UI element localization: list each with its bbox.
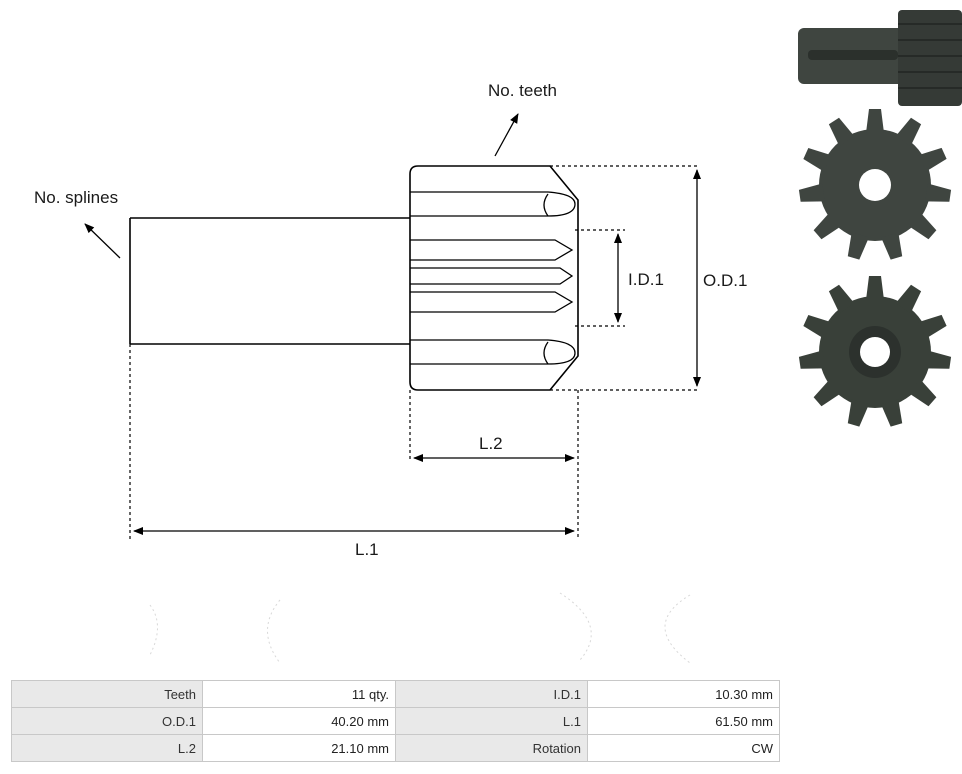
spec-value: 61.50 mm (587, 707, 780, 735)
teeth-label: No. teeth (488, 81, 557, 100)
pinion-technical-drawing: No. teeth No. splines I.D.1 O.D.1 L.2 L.… (34, 81, 747, 559)
product-photos (790, 0, 962, 440)
spec-value: 40.20 mm (202, 707, 396, 735)
pinion-side-photo (798, 10, 962, 106)
faint-artefacts (149, 592, 691, 664)
l1-label: L.1 (355, 540, 379, 559)
splines-label: No. splines (34, 188, 118, 207)
spec-label: Teeth (11, 680, 203, 708)
table-row: O.D.1 40.20 mm L.1 61.50 mm (11, 707, 780, 735)
pinion-back-photo (798, 276, 952, 428)
shaft-outline (129, 217, 410, 345)
gear-head-outline (409, 165, 579, 391)
spec-value: 21.10 mm (202, 734, 396, 762)
gear-teeth-lines (410, 191, 576, 365)
pinion-front-photo (798, 109, 952, 261)
splines-leader-arrow (84, 223, 121, 259)
od1-label: O.D.1 (703, 271, 747, 290)
spec-label: I.D.1 (395, 680, 588, 708)
id1-label: I.D.1 (628, 270, 664, 289)
spec-label: O.D.1 (11, 707, 203, 735)
spec-value: 11 qty. (202, 680, 396, 708)
teeth-leader-arrow (494, 113, 519, 157)
extension-lines (129, 165, 700, 540)
table-row: L.2 21.10 mm Rotation CW (11, 734, 780, 762)
spec-value: CW (587, 734, 780, 762)
spec-value: 10.30 mm (587, 680, 780, 708)
table-row: Teeth 11 qty. I.D.1 10.30 mm (11, 680, 780, 708)
spec-label: L.2 (11, 734, 203, 762)
specifications-table: Teeth 11 qty. I.D.1 10.30 mm O.D.1 40.20… (11, 680, 780, 762)
spec-label: L.1 (395, 707, 588, 735)
l2-label: L.2 (479, 434, 503, 453)
spec-label: Rotation (395, 734, 588, 762)
